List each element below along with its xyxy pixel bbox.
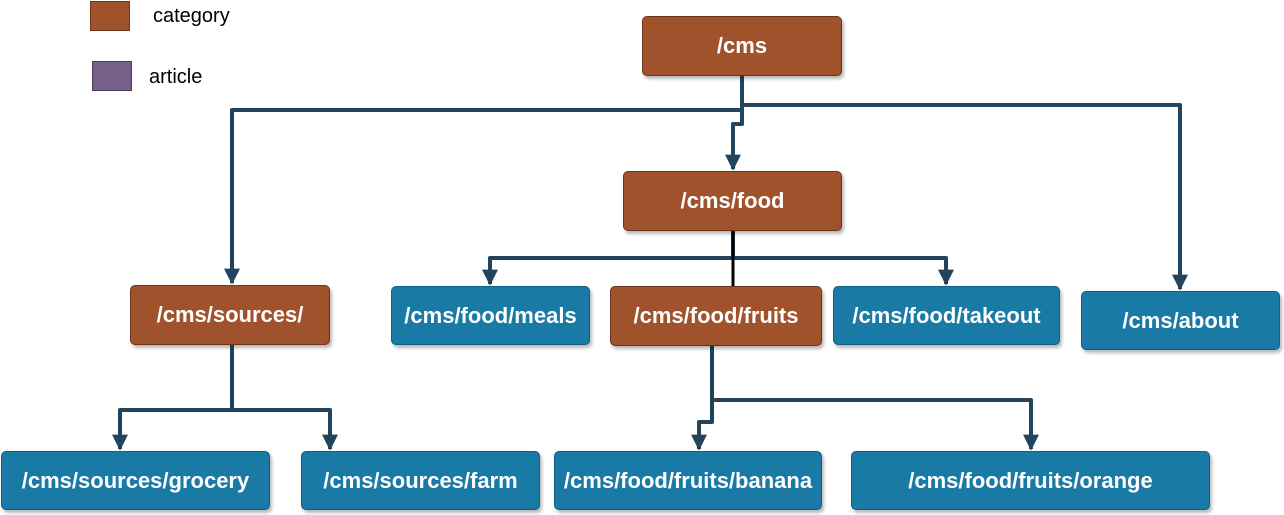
edge-cms-about (740, 76, 1188, 291)
node-cms-sources-farm: /cms/sources/farm (301, 451, 540, 510)
edge-sources-grocery (112, 345, 234, 451)
legend-category-swatch (90, 1, 130, 31)
node-cms-sources-grocery: /cms/sources/grocery (1, 451, 270, 510)
edge-food-takeout (731, 231, 954, 286)
node-cms: /cms (642, 16, 842, 76)
legend-category-label: category (153, 5, 230, 27)
legend-article-label: article (149, 66, 203, 88)
node-cms-food: /cms/food (623, 171, 842, 231)
node-cms-food-fruits-orange: /cms/food/fruits/orange (851, 451, 1210, 510)
node-cms-food-takeout: /cms/food/takeout (833, 286, 1060, 345)
node-cms-food-fruits-banana: /cms/food/fruits/banana (554, 451, 822, 510)
edge-fruits-orange (710, 342, 1039, 451)
node-cms-about: /cms/about (1081, 291, 1280, 350)
node-cms-sources: /cms/sources/ (130, 285, 330, 345)
node-cms-food-fruits: /cms/food/fruits (610, 286, 822, 346)
edge-food-meals (482, 231, 735, 286)
edge-sources-farm (230, 345, 338, 451)
node-cms-food-meals: /cms/food/meals (391, 286, 590, 345)
legend-article-swatch (92, 61, 132, 91)
